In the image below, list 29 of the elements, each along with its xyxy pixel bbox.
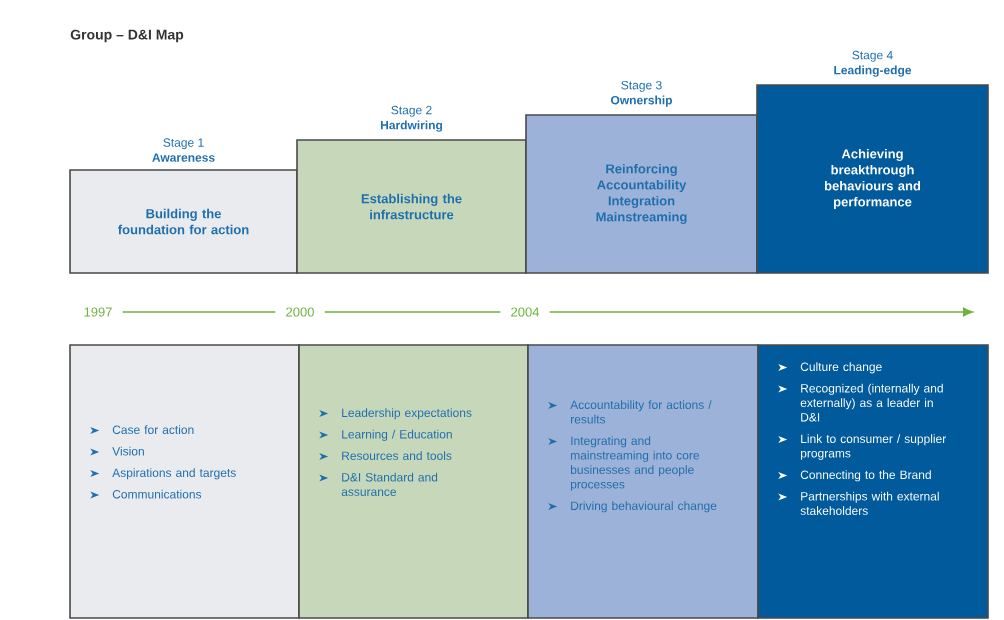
bullet-item: Learning / Education: [319, 429, 452, 441]
stage-box: Establishing the infrastructure: [296, 139, 527, 274]
bullet-item: Resources and tools: [319, 451, 452, 460]
timeline-arrow: [548, 307, 973, 317]
bullet-item: Recognized (internally and externally) as a leader in D&I: [778, 383, 943, 422]
bullet-item: Case for action: [90, 425, 194, 434]
bullet-item: Vision: [90, 446, 144, 456]
bullet-item: Link to consumer / supplier programs: [778, 434, 947, 460]
bullet-item: Accountability for actions / results: [548, 400, 712, 424]
title: Group – D&I Map: [70, 29, 184, 43]
stage-heading: Stage 2 Hardwiring: [380, 105, 443, 132]
year-label: 1997: [84, 307, 112, 317]
bullet-item: Connecting to the Brand: [778, 470, 931, 482]
bullet-item: Culture change: [778, 362, 882, 374]
bullet-item: Leadership expectations: [319, 408, 472, 420]
bullet-item: Aspirations and targets: [90, 468, 236, 480]
bullet-item: D&I Standard and assurance: [319, 472, 438, 496]
stage-box: Building the foundation for action: [69, 169, 298, 274]
year-label: 2004: [511, 307, 540, 317]
stage-heading: Stage 4 Leading-edge: [834, 50, 912, 77]
bullet-item: Partnerships with external stakeholders: [778, 491, 939, 515]
stage-heading: Stage 3 Ownership: [611, 80, 672, 107]
stage-box: Achieving breakthrough behaviours and performance: [756, 84, 989, 274]
bullet-item: Communications: [90, 489, 202, 499]
year-label: 2000: [286, 307, 314, 317]
stage-box: Reinforcing Accountability Integration Mainstreaming: [525, 114, 758, 274]
stage-heading: Stage 1 Awareness: [152, 138, 215, 162]
bullet-item: Driving behavioural change: [548, 501, 717, 513]
bullet-item: Integrating and mainstreaming into core businesses and people processes: [548, 436, 699, 491]
